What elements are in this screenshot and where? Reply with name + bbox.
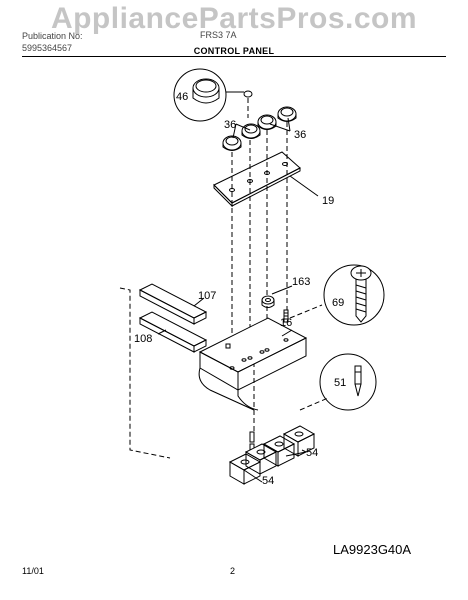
publication-line-1: Publication No: [22, 31, 83, 41]
header-rule [22, 56, 446, 57]
callout-36-right: 36 [294, 129, 306, 141]
part-16-housing[interactable] [198, 317, 308, 411]
watermark: AppliancePartsPros.com [50, 2, 418, 35]
part-54-switches[interactable] [228, 425, 316, 485]
publication-line-2: 5995364567 [22, 43, 73, 53]
callout-54-bottom: 54 [262, 475, 274, 487]
part-46-detail[interactable] [173, 68, 253, 122]
callout-16: 16 [280, 317, 292, 329]
part-108-strip[interactable] [138, 311, 208, 353]
section-title: CONTROL PANEL [193, 46, 275, 56]
terminal-pins [249, 431, 255, 451]
knobs-36[interactable] [222, 106, 297, 151]
callout-108: 108 [134, 333, 152, 345]
screw[interactable] [283, 309, 289, 323]
callout-54-right: 54 [306, 447, 318, 459]
part-19-plate[interactable] [213, 151, 319, 208]
part-163-bushing[interactable] [261, 285, 293, 308]
callout-51: 51 [334, 377, 346, 389]
callout-107: 107 [198, 290, 216, 302]
part-107-strip[interactable] [138, 283, 208, 325]
callout-46: 46 [176, 91, 188, 103]
callout-19: 19 [322, 195, 334, 207]
part-69-detail[interactable] [323, 264, 385, 326]
model-number: FRS3 7A [200, 30, 237, 40]
callout-69: 69 [332, 297, 344, 309]
page-number: 2 [230, 566, 236, 576]
part-51-detail[interactable] [319, 353, 377, 411]
callout-36-left: 36 [224, 119, 236, 131]
footer-date: 11/01 [22, 566, 44, 576]
callout-163: 163 [292, 276, 310, 288]
diagram-code: LA9923G40A [333, 542, 412, 557]
publication-info: Publication No: 5995364567 [22, 30, 83, 54]
